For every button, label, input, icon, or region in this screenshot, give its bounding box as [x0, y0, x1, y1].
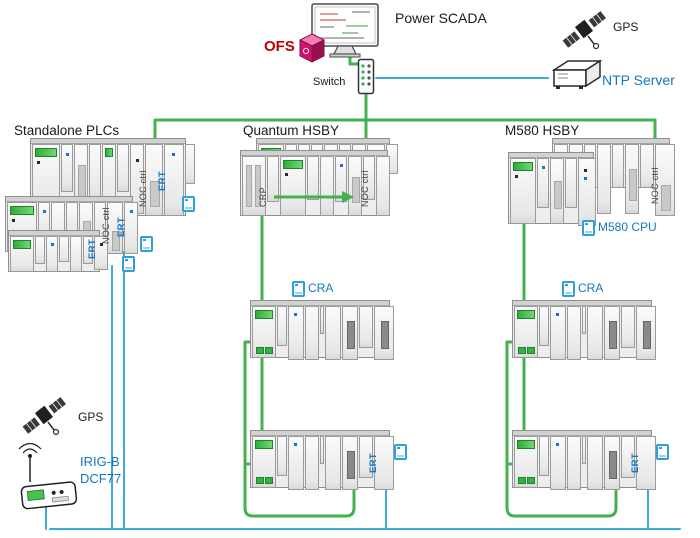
noc-ctrl-label-standalone-mid: NOC ctrl — [101, 207, 111, 245]
rack-m580-primary — [508, 152, 596, 226]
gps-satellite-icon-bottom — [18, 394, 70, 441]
ofs-label: OFS — [264, 38, 295, 55]
radio-clock-icon — [12, 440, 86, 517]
tag-icon-m580-cpu — [582, 220, 595, 236]
rack-quantum-primary — [240, 150, 390, 216]
ntp-server-label: NTP Server — [602, 72, 675, 88]
cra-label-quantum: CRA — [308, 281, 334, 295]
ofs-icon — [297, 31, 327, 69]
dcf77-label: DCF77 — [80, 471, 122, 486]
gps-satellite-icon-top — [558, 8, 610, 55]
rack-m580-cra1 — [512, 300, 656, 360]
tag-icon-standalone-2 — [140, 236, 153, 252]
quantum-ring-loop — [243, 340, 356, 518]
cra-label-m580: CRA — [578, 281, 604, 295]
ert-label-m580: ERT — [630, 453, 641, 473]
m580-cpu-label: M580 CPU — [598, 220, 657, 234]
noc-ctrl-label-standalone-top: NOC ctrl — [138, 170, 148, 208]
rack-m580-cra2 — [512, 430, 656, 490]
rack-quantum-cra2 — [250, 430, 394, 490]
noc-ctrl-label-m580: NOC ctrl — [650, 167, 660, 205]
group-title-m580: M580 HSBY — [505, 123, 580, 138]
switch-icon — [357, 58, 375, 101]
rack-standalone-3 — [8, 230, 108, 272]
m580-ring-loop — [505, 340, 618, 518]
tag-icon-standalone-3 — [122, 256, 135, 272]
tag-icon-standalone-1 — [182, 196, 195, 212]
ert-label-quantum: ERT — [368, 453, 379, 473]
ethernet-bus-line — [153, 118, 657, 157]
tag-icon-m580-cra — [562, 281, 575, 297]
workstation-icon — [306, 0, 396, 67]
ert-label-standalone-mid: ERT — [116, 217, 127, 237]
tag-icon-quantum-cra — [292, 281, 305, 297]
power-scada-label: Power SCADA — [395, 10, 487, 26]
gps-label-bottom: GPS — [78, 410, 104, 424]
gps-label-top: GPS — [613, 20, 639, 34]
tag-icon-quantum-ert — [394, 444, 407, 460]
ntp-server-icon — [548, 56, 604, 101]
noc-ctrl-label-quantum: NOC ctrl — [360, 170, 370, 208]
group-title-quantum: Quantum HSBY — [243, 123, 340, 138]
rack-quantum-cra1 — [250, 300, 394, 360]
ert-label-standalone-bottom: ERT — [87, 239, 98, 259]
group-title-standalone: Standalone PLCs — [14, 123, 120, 138]
tag-icon-m580-ert — [656, 444, 669, 460]
irig-b-label: IRIG-B — [80, 454, 120, 469]
crp-label-quantum: CRP — [258, 187, 268, 207]
switch-label: Switch — [313, 76, 346, 88]
ert-label-standalone-top: ERT — [157, 171, 168, 191]
